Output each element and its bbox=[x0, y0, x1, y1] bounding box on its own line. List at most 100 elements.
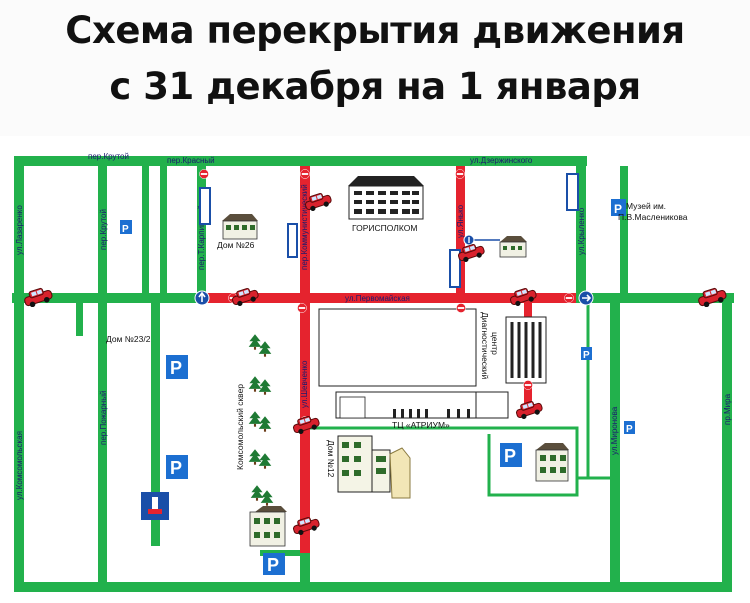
road-krasny-dzerzhinskogo bbox=[14, 156, 587, 166]
direction-arrow-icon bbox=[578, 290, 594, 306]
no-entry-icon bbox=[456, 303, 466, 313]
direction-sign-krylenko bbox=[566, 173, 579, 211]
road-stub-3 bbox=[620, 166, 628, 293]
car-icon bbox=[22, 287, 54, 307]
road-pozharny bbox=[98, 303, 107, 588]
dead-end-sign-icon bbox=[141, 492, 169, 520]
street-label-krutoy-v: пер.Крутой bbox=[99, 209, 108, 250]
closed-pervomayskaya bbox=[206, 293, 576, 303]
street-label-pozharny: пер.Пожарный bbox=[99, 391, 108, 445]
road-stub-4 bbox=[76, 303, 83, 336]
street-label-dzerzhinskogo: ул.Дзержинского bbox=[470, 156, 533, 165]
car-icon bbox=[508, 287, 538, 306]
road-lazarenko-komsomolskaya bbox=[14, 156, 24, 592]
svg-text:P: P bbox=[504, 446, 516, 466]
tree-icon bbox=[258, 379, 272, 395]
direction-sign-yanko bbox=[449, 249, 461, 288]
svg-text:P: P bbox=[267, 555, 279, 575]
parking-sign-6[interactable]: P bbox=[581, 347, 592, 361]
direction-arrow-icon bbox=[194, 290, 210, 306]
label-atrium: ТЦ «АТРИУМ» bbox=[392, 420, 450, 430]
label-house23: Дом №23/2 bbox=[106, 334, 151, 344]
parking-sign-1[interactable]: P bbox=[120, 220, 132, 235]
car-icon bbox=[230, 287, 260, 306]
street-label-lazarenko: ул.Лазаренко bbox=[15, 205, 24, 255]
street-label-mironova: ул.Миронова bbox=[610, 406, 619, 455]
street-label-krylenko: ул.Крыленко bbox=[577, 207, 586, 255]
road-stub-2 bbox=[160, 166, 167, 293]
road-mironova bbox=[610, 303, 620, 588]
page-title: Схема перекрытия движения с 31 декабря н… bbox=[0, 0, 750, 136]
svg-text:P: P bbox=[170, 458, 182, 478]
street-label-mira: пр.Мира bbox=[723, 393, 732, 425]
building-yanko-icon bbox=[499, 236, 527, 258]
svg-text:P: P bbox=[583, 350, 590, 361]
label-museum-1: Музей им. bbox=[626, 201, 666, 211]
building-square-icon bbox=[249, 506, 287, 547]
no-entry-icon bbox=[523, 380, 533, 390]
no-entry-icon bbox=[564, 293, 574, 303]
label-house12: Дом №12 bbox=[326, 440, 336, 478]
house12-building-icon bbox=[337, 435, 411, 499]
no-entry-icon bbox=[455, 169, 465, 179]
street-label-shevchenko: ул.Шевченко bbox=[300, 360, 309, 408]
parking-sign-4[interactable]: P bbox=[263, 553, 285, 575]
label-museum-2: П.В.Масленикова bbox=[618, 212, 688, 222]
road-parking-lane bbox=[151, 303, 160, 546]
museum-parking-icon[interactable]: P bbox=[611, 199, 626, 216]
road-krylenko bbox=[576, 156, 586, 303]
label-skver: Комсомольский сквер bbox=[235, 384, 245, 470]
road-bottom bbox=[14, 582, 732, 592]
svg-text:P: P bbox=[122, 224, 129, 235]
tree-icon bbox=[260, 490, 274, 506]
road-karpinskoy bbox=[197, 166, 206, 293]
closed-shevchenko-kommunisticheskiy bbox=[300, 166, 310, 553]
road-stub-1 bbox=[142, 166, 149, 293]
road-krutoy-vertical bbox=[98, 166, 107, 293]
no-entry-icon bbox=[300, 169, 310, 179]
road-shevchenko-south bbox=[300, 553, 310, 588]
street-label-kommunisticheskiy: пер.Коммунистический bbox=[300, 184, 309, 270]
parking-sign-5[interactable]: P bbox=[500, 443, 522, 467]
street-label-karpinskoy: пер.Т.Карпинской bbox=[197, 205, 206, 270]
direction-arrow-icon bbox=[463, 234, 475, 246]
no-entry-icon bbox=[297, 303, 307, 313]
house26-building-icon bbox=[222, 214, 258, 240]
tree-icon bbox=[258, 341, 272, 357]
label-diag-1: Диагностический bbox=[480, 312, 490, 380]
street-label-pervomayskaya: ул.Первомайская bbox=[345, 294, 410, 303]
svg-text:P: P bbox=[170, 358, 182, 378]
svg-text:P: P bbox=[614, 202, 622, 216]
road-atrium-loop bbox=[310, 426, 579, 497]
no-entry-icon bbox=[199, 169, 209, 179]
parking-sign-7[interactable]: P bbox=[624, 421, 635, 435]
direction-sign-kommunisticheskiy bbox=[287, 223, 298, 258]
car-icon bbox=[514, 400, 544, 419]
road-mira bbox=[722, 295, 732, 592]
street-label-yanko: ул.Янько bbox=[456, 204, 465, 238]
gorispolkom-building-icon bbox=[348, 176, 424, 220]
tree-icon bbox=[258, 416, 272, 432]
direction-sign-karpinskoy bbox=[199, 187, 211, 225]
svg-text:P: P bbox=[626, 424, 633, 435]
tree-icon bbox=[248, 411, 262, 427]
skver-trees bbox=[248, 334, 274, 506]
label-house26: Дом №26 bbox=[217, 240, 255, 250]
street-label-krasny: пер.Красный bbox=[167, 156, 215, 165]
road-closure-map: пер.Крутой пер.Красный ул.Дзержинского у… bbox=[0, 136, 750, 603]
parking-sign-3[interactable]: P bbox=[166, 455, 188, 479]
title-line-2: с 31 декабря на 1 января bbox=[109, 65, 641, 108]
tree-icon bbox=[248, 376, 262, 392]
tree-icon bbox=[248, 449, 262, 465]
tree-icon bbox=[250, 485, 264, 501]
atrium-building-icon bbox=[318, 308, 547, 419]
title-line-1: Схема перекрытия движения bbox=[65, 9, 685, 52]
label-diag-2: центр bbox=[490, 332, 500, 355]
closed-yanko bbox=[456, 166, 465, 303]
tree-icon bbox=[248, 334, 262, 350]
label-gorispolkom: ГОРИСПОЛКОМ bbox=[352, 223, 417, 233]
building-loop-icon bbox=[535, 443, 569, 482]
parking-sign-2[interactable]: P bbox=[166, 355, 188, 379]
street-label-komsomolskaya: ул.Комсомольская bbox=[15, 431, 24, 500]
street-label-krutoy-h: пер.Крутой bbox=[88, 152, 129, 161]
